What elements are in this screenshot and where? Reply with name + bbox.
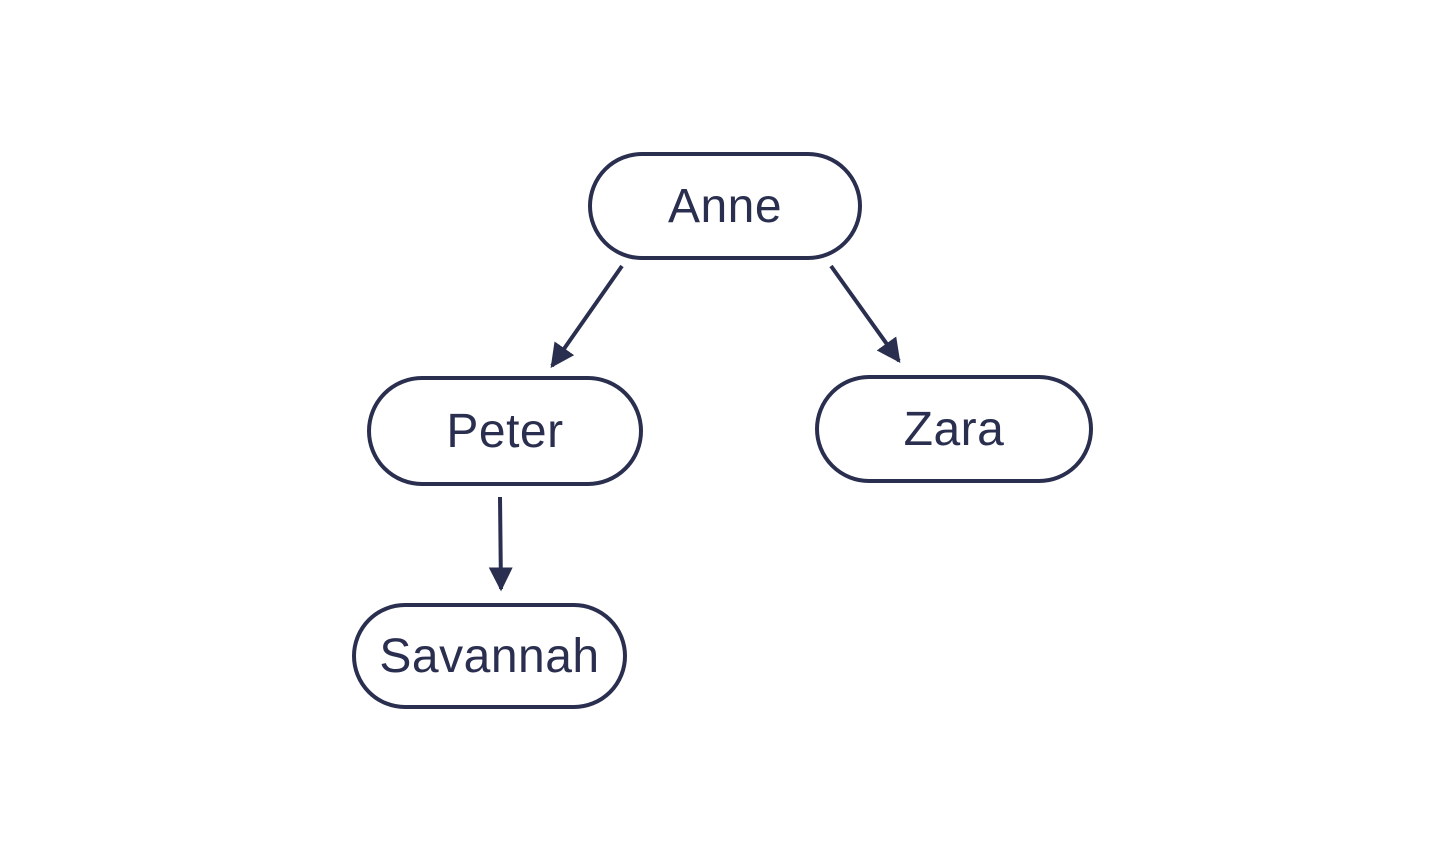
node-anne: Anne bbox=[588, 152, 862, 260]
edge-anne-to-peter bbox=[550, 264, 624, 368]
node-zara: Zara bbox=[815, 375, 1093, 483]
edge-peter-to-savannah bbox=[488, 496, 513, 592]
edge-anne-to-zara bbox=[829, 264, 901, 363]
node-savannah: Savannah bbox=[352, 603, 627, 709]
node-label: Savannah bbox=[379, 629, 600, 683]
node-label: Peter bbox=[446, 404, 564, 458]
node-label: Anne bbox=[667, 179, 783, 233]
node-label: Zara bbox=[903, 402, 1005, 456]
node-peter: Peter bbox=[367, 376, 643, 486]
